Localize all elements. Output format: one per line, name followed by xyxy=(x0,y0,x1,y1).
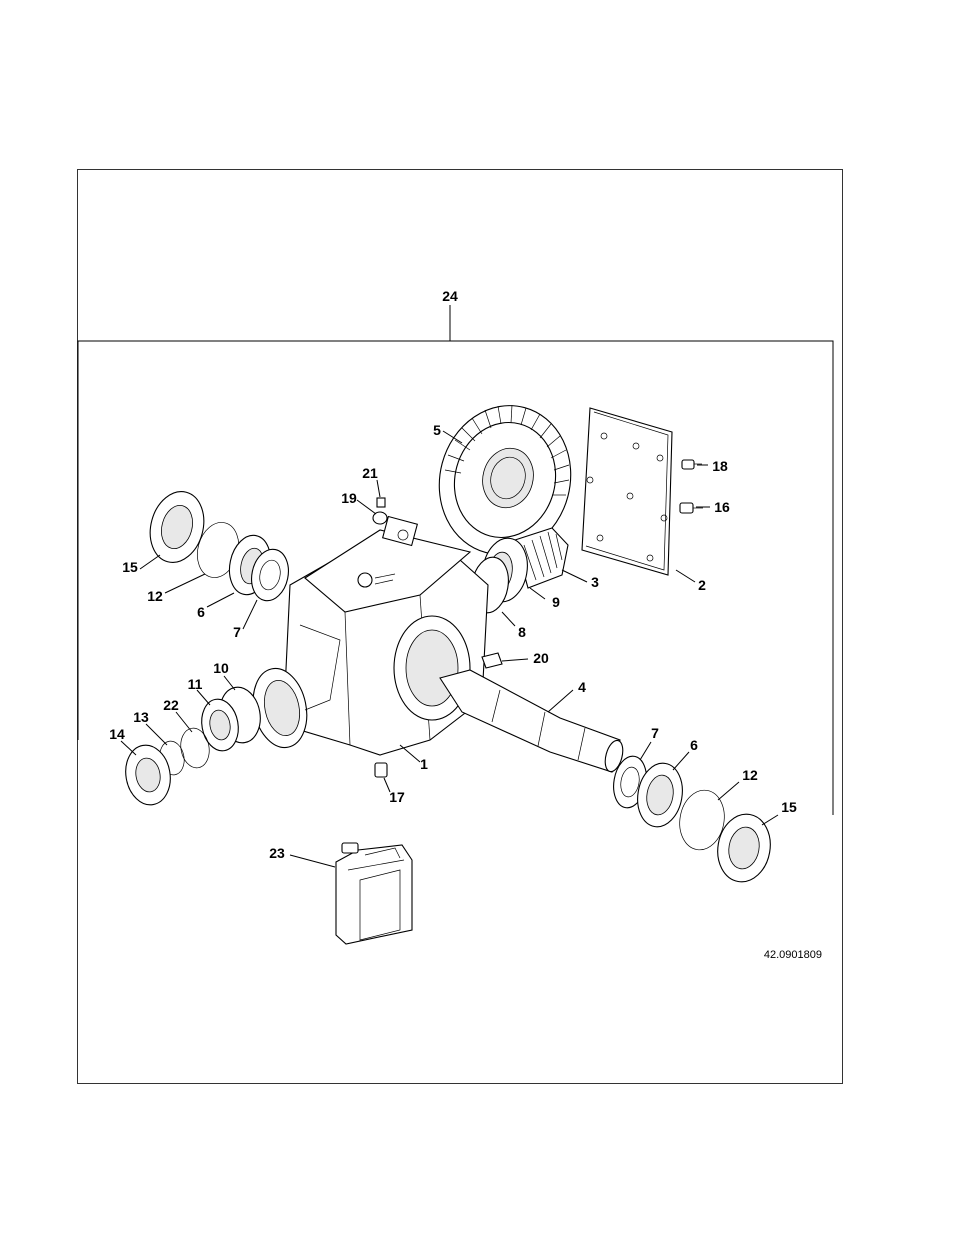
callout-6-left: 6 xyxy=(197,604,205,620)
ring-gear xyxy=(438,404,572,555)
drain-plug-17 xyxy=(374,762,388,778)
callout-3: 3 xyxy=(591,574,599,590)
callout-21: 21 xyxy=(362,465,378,481)
leader-lines xyxy=(120,430,779,868)
callout-23: 23 xyxy=(269,845,285,861)
bearing-cone-11 xyxy=(201,698,239,752)
callout-1: 1 xyxy=(420,756,428,772)
gearbox-housing xyxy=(252,515,489,756)
cover-plate xyxy=(581,407,673,576)
bolt-16 xyxy=(679,502,703,514)
callout-14: 14 xyxy=(109,726,125,742)
snap-ring-12-right xyxy=(679,789,725,851)
callout-5: 5 xyxy=(433,422,441,438)
callout-12-right: 12 xyxy=(742,767,758,783)
seal-15-right xyxy=(717,813,771,883)
callout-16: 16 xyxy=(714,499,730,515)
callout-7-left: 7 xyxy=(233,624,241,640)
key-20 xyxy=(481,652,503,669)
callout-4: 4 xyxy=(578,679,586,695)
callout-18: 18 xyxy=(712,458,728,474)
breather-21 xyxy=(376,497,386,508)
seal-15-top xyxy=(149,491,205,563)
bolt-18 xyxy=(681,459,702,470)
callout-15-left: 15 xyxy=(122,559,138,575)
pinion-gear xyxy=(514,527,569,589)
seal-14 xyxy=(125,744,171,806)
callout-15-right: 15 xyxy=(781,799,797,815)
callout-20: 20 xyxy=(533,650,549,666)
callout-17: 17 xyxy=(389,789,405,805)
oil-container xyxy=(335,842,413,945)
assembly-24-bracket xyxy=(77,305,834,815)
callout-10: 10 xyxy=(213,660,229,676)
callout-11: 11 xyxy=(188,676,203,692)
callout-8: 8 xyxy=(518,624,526,640)
callout-13: 13 xyxy=(133,709,149,725)
callout-6-right: 6 xyxy=(690,737,698,753)
callout-labels: 24 5 21 19 18 16 2 3 9 8 20 4 1 17 15 12… xyxy=(109,288,822,961)
callout-19: 19 xyxy=(341,490,357,506)
callout-2: 2 xyxy=(698,577,706,593)
callout-9: 9 xyxy=(552,594,560,610)
output-shaft xyxy=(439,669,624,773)
shim-22 xyxy=(180,727,210,769)
callout-12-left: 12 xyxy=(147,588,163,604)
drawing-number: 42.0901809 xyxy=(764,949,822,961)
bearing-cone-7-top xyxy=(251,548,289,602)
callout-22: 22 xyxy=(163,697,179,713)
plug-19 xyxy=(372,511,388,525)
bearing-cup-6-right xyxy=(637,762,683,828)
callout-7-right: 7 xyxy=(651,725,659,741)
callout-24: 24 xyxy=(442,288,458,304)
